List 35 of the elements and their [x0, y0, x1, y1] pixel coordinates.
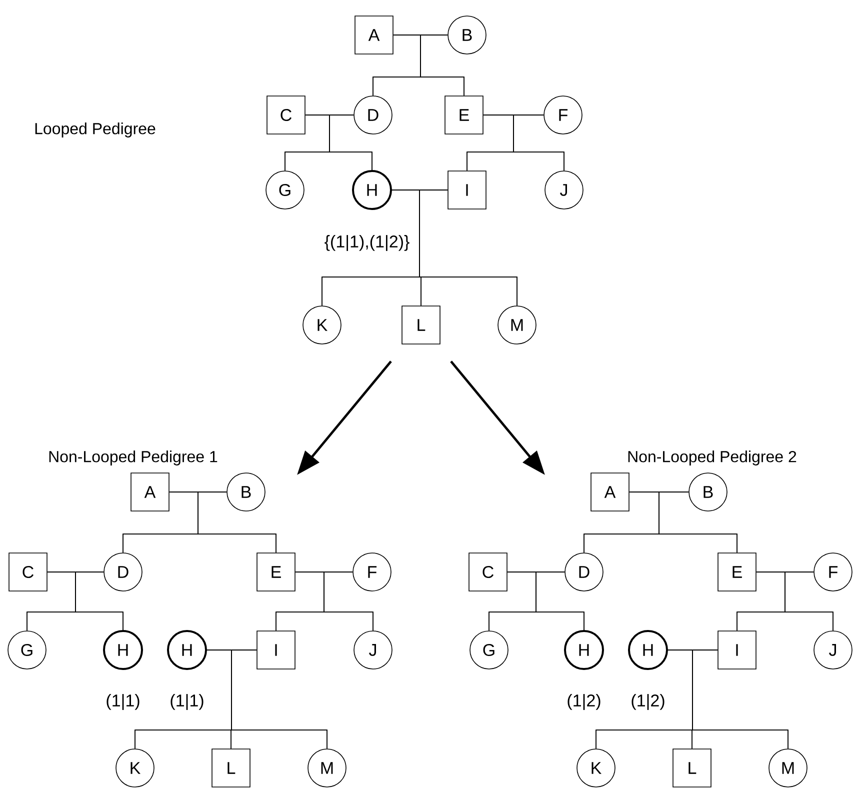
pedigree-square: I: [256, 630, 296, 670]
genotype-label: (1|2): [568, 694, 600, 710]
descent-line: [784, 572, 834, 631]
descent-line: [231, 650, 328, 749]
descent-line: [658, 492, 738, 553]
pedigree-square: L: [672, 748, 712, 788]
pedigree-square: E: [718, 552, 756, 592]
pedigree-square: E: [444, 96, 484, 134]
pedigree-square: C: [266, 96, 306, 134]
descent-line: [692, 650, 788, 749]
descent-line: [536, 572, 584, 631]
pedigree-title: Non-Looped Pedigree 2: [628, 450, 796, 466]
genotype-label: (1|1): [170, 694, 204, 710]
genotype-label: (1|2): [632, 694, 664, 710]
pedigree-square: I: [448, 170, 486, 210]
pedigree-square: A: [354, 16, 394, 54]
pedigree-title: Looped Pedigree: [35, 122, 156, 138]
pedigree-square: C: [468, 552, 508, 592]
descent-line: [198, 492, 276, 553]
descent-line: [329, 114, 372, 171]
pedigree-square: A: [590, 472, 630, 512]
genotype-label: (1|1): [106, 694, 140, 710]
pedigree-square: L: [402, 306, 440, 344]
descent-line: [420, 34, 464, 96]
pedigree-square: A: [130, 472, 170, 512]
descent-line: [75, 572, 124, 631]
pedigree-square: C: [8, 552, 48, 592]
genotype-label: {(1|1),(1|2)}: [324, 235, 410, 251]
pedigree-square: L: [212, 748, 250, 788]
pedigree-title: Non-Looped Pedigree 1: [49, 450, 218, 466]
pedigree-square: E: [256, 552, 296, 592]
descent-line: [419, 190, 518, 306]
descent-line: [324, 572, 374, 631]
pedigree-square: I: [718, 630, 756, 670]
descent-line: [513, 114, 564, 171]
